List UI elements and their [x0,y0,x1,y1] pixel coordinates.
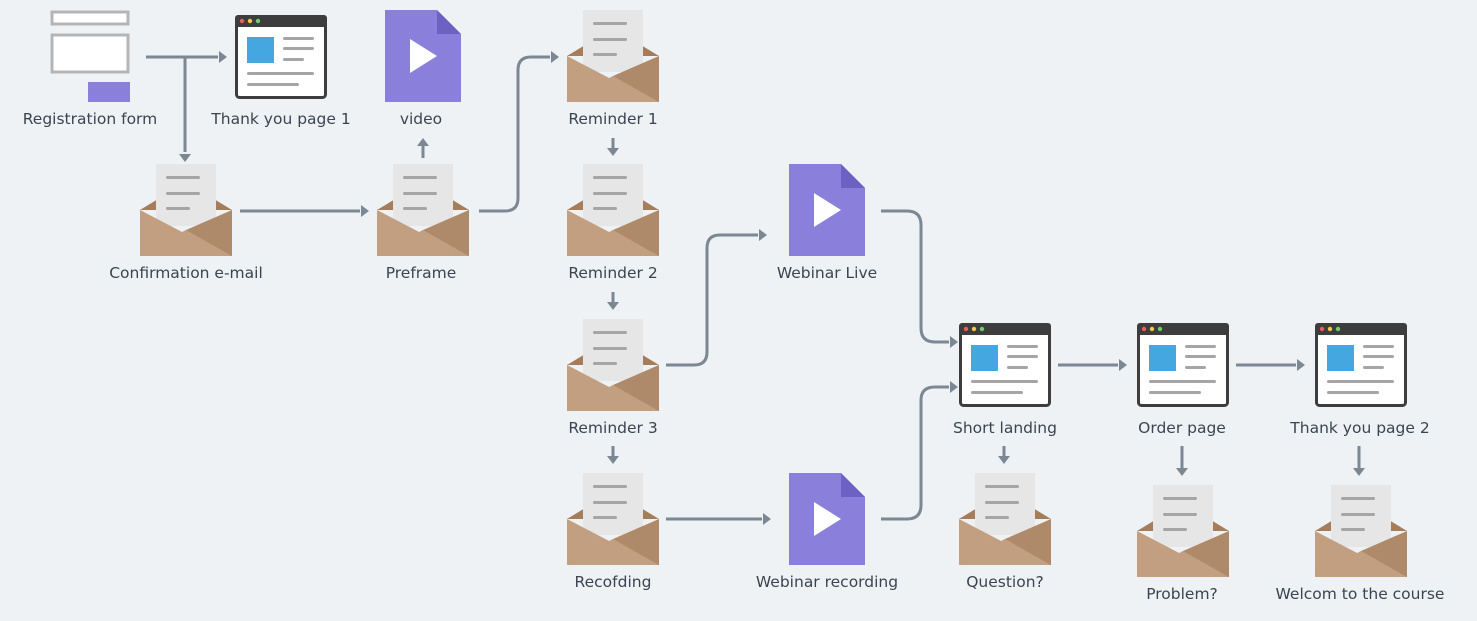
label-short-landing: Short landing [953,419,1057,437]
label-thank-you-page-1: Thank you page 1 [211,110,351,128]
connector-registration-form-to-confirmation-email [179,57,191,162]
arrowhead-icon [607,148,619,156]
envelope-icon [567,473,659,565]
connector-preframe-to-video [417,138,429,158]
envelope-icon [377,164,469,256]
arrowhead-icon [998,456,1010,464]
video-file-icon [789,164,865,256]
envelope-icon [140,164,232,256]
connector-preframe-to-reminder-1 [479,51,559,213]
arrowhead-icon [1176,468,1188,476]
envelope-icon [1315,485,1407,577]
arrowhead-icon [1119,359,1127,371]
envelope-icon [567,319,659,411]
arrowhead-icon [950,336,958,348]
connector-line [881,209,949,344]
arrowhead-icon [950,381,958,393]
label-problem: Problem? [1146,585,1218,603]
connector-order-page-to-problem [1176,446,1188,476]
arrowhead-icon [219,51,227,63]
arrowhead-icon [763,513,771,525]
arrowhead-icon [361,205,369,217]
connector-line [881,385,949,521]
connector-reminder-3-to-webinar-live [666,229,767,367]
browser-page-icon [1315,323,1407,407]
connector-line [666,233,758,367]
browser-page-icon [1137,323,1229,407]
label-registration-form: Registration form [22,110,158,128]
envelope-icon [959,473,1051,565]
connector-registration-form-to-thank-you-page-1 [146,51,227,63]
label-webinar-recording: Webinar recording [755,573,899,591]
envelope-icon [567,10,659,102]
arrowhead-icon [759,229,767,241]
connector-recording-email-to-webinar-recording [666,513,771,525]
envelope-icon [1137,485,1229,577]
connector-webinar-recording-to-short-landing [881,381,958,521]
label-welcome-course: Welcom to the course [1275,585,1445,603]
connector-short-landing-to-order-page [1058,359,1127,371]
icons [50,10,1407,577]
arrowhead-icon [179,154,191,162]
envelope-icon [567,164,659,256]
connector-reminder-3-to-recording-email [607,446,619,464]
label-thank-you-page-2: Thank you page 2 [1290,419,1430,437]
connector-reminder-1-to-reminder-2 [607,138,619,156]
label-reminder-2: Reminder 2 [568,264,658,282]
connector-short-landing-to-question [998,446,1010,464]
connectors [146,51,1365,525]
browser-page-icon [235,15,327,99]
connector-webinar-live-to-short-landing [881,209,958,348]
arrowhead-icon [607,456,619,464]
label-video: video [399,110,443,128]
browser-page-icon [959,323,1051,407]
connector-order-page-to-thank-you-page-2 [1236,359,1305,371]
connector-confirmation-email-to-preframe [240,205,369,217]
arrowhead-icon [551,51,559,63]
label-question: Question? [966,573,1044,591]
label-recording-email: Recofding [574,573,652,591]
connector-thank-you-page-2-to-welcome-course [1353,446,1365,476]
connector-reminder-2-to-reminder-3 [607,292,619,310]
video-file-icon [789,473,865,565]
label-webinar-live: Webinar Live [776,264,878,282]
label-order-page: Order page [1138,419,1226,437]
arrowhead-icon [607,302,619,310]
arrowhead-icon [417,138,429,146]
arrowhead-icon [1297,359,1305,371]
label-reminder-1: Reminder 1 [568,110,658,128]
connector-line [479,55,550,213]
arrowhead-icon [1353,468,1365,476]
label-reminder-3: Reminder 3 [568,419,658,437]
form-icon [50,10,130,102]
video-file-icon [385,10,461,102]
label-preframe: Preframe [385,264,457,282]
label-confirmation-email: Confirmation e-mail [109,264,263,282]
